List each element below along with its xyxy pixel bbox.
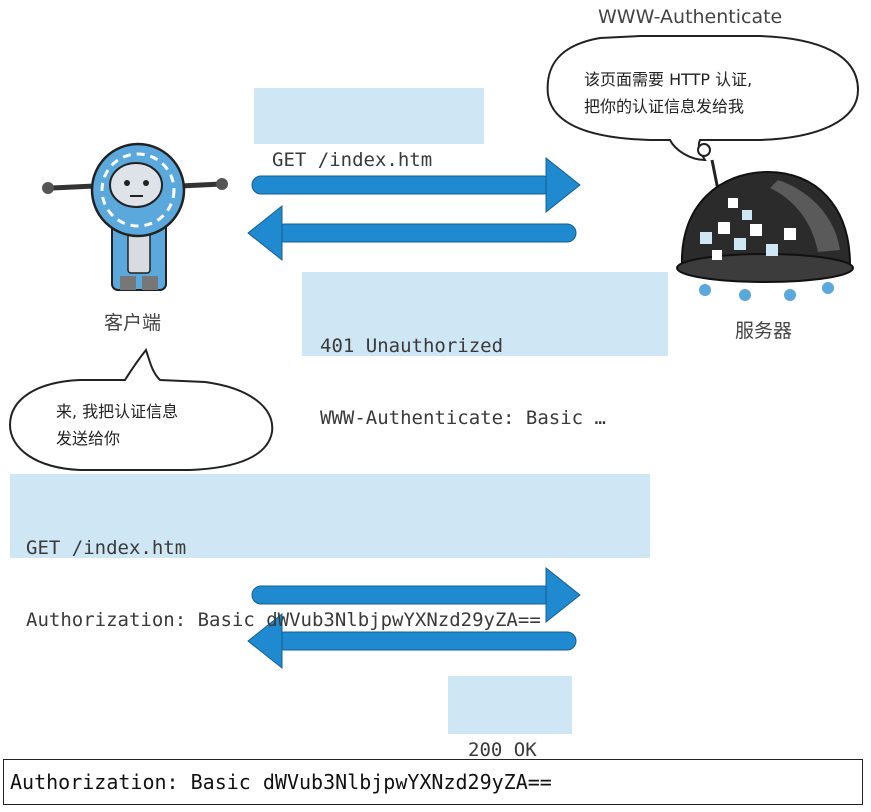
server-robot xyxy=(676,159,854,301)
server-bubble-line-1: 该页面需要 HTTP 认证, xyxy=(584,70,753,89)
arrow-response-1 xyxy=(247,204,577,262)
request-2-line: GET /index.htm xyxy=(26,537,187,559)
request-2-box: GET /index.htm Authorization: Basic dWVu… xyxy=(10,474,650,631)
server-speech-bubble xyxy=(546,35,860,162)
arrow-request-1 xyxy=(251,156,581,214)
response-1-header: WWW-Authenticate: Basic … xyxy=(320,407,606,429)
arrow-request-2 xyxy=(251,566,581,624)
client-bubble-line-1: 来, 我把认证信息 xyxy=(56,402,179,421)
authorization-footer: Authorization: Basic dWVub3NlbjpwYXNzd29… xyxy=(3,759,863,805)
server-bubble-text: 该页面需要 HTTP 认证, 把你的认证信息发给我 xyxy=(584,66,752,120)
arrow-response-2 xyxy=(247,612,577,670)
request-2-authorization: Authorization: Basic dWVub3NlbjpwYXNzd29… xyxy=(26,609,541,631)
www-authenticate-label: WWW-Authenticate xyxy=(598,6,783,28)
client-robot xyxy=(42,142,228,291)
client-bubble-line-2: 发送给你 xyxy=(56,429,121,448)
response-2-box: 200 OK xyxy=(448,676,572,761)
request-1-text: GET /index.htm xyxy=(272,149,433,171)
response-1-status: 401 Unauthorized xyxy=(320,335,504,357)
response-1-box: 401 Unauthorized WWW-Authenticate: Basic… xyxy=(302,272,668,429)
client-label: 客户端 xyxy=(104,312,162,334)
response-2-text: 200 OK xyxy=(468,739,537,761)
server-label: 服务器 xyxy=(735,320,793,342)
client-bubble-text: 来, 我把认证信息 发送给你 xyxy=(56,398,178,452)
server-bubble-line-2: 把你的认证信息发给我 xyxy=(584,97,745,116)
request-1-box: GET /index.htm xyxy=(254,88,484,171)
client-speech-bubble xyxy=(8,347,274,471)
